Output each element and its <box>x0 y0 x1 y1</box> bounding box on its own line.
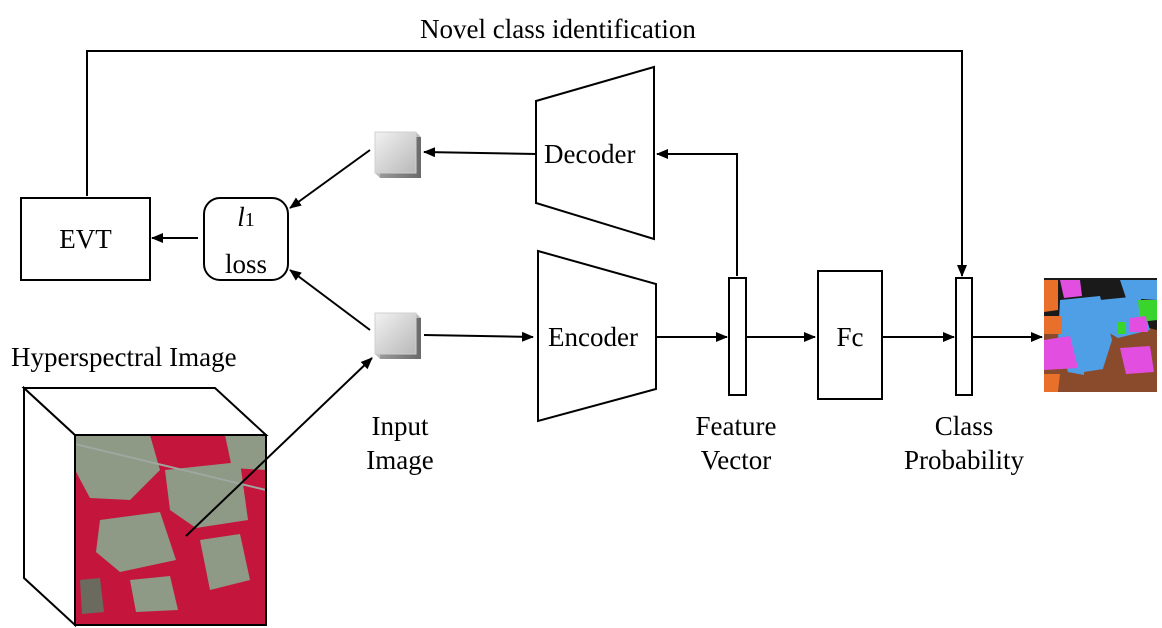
decoder-to-recon-arrow <box>423 147 537 158</box>
hyperspectral-cube <box>21 385 269 628</box>
class-probability-bar <box>955 277 973 396</box>
input-image-label-1: Input <box>371 411 429 441</box>
fc-label: Fc <box>836 322 864 352</box>
decoder-label: Decoder <box>544 139 636 169</box>
l1-symbol: l1 <box>204 200 288 237</box>
input-image-cube <box>374 312 421 359</box>
feature-vector-label-1: Feature <box>695 411 777 441</box>
class-probability-label-1: Class <box>934 411 994 441</box>
l1-symbol-subscript: 1 <box>244 209 255 231</box>
fc-box <box>817 270 883 400</box>
input-to-loss-arrow <box>289 269 371 331</box>
hsi-to-input-arrow <box>185 357 373 537</box>
recon-to-loss-arrow <box>289 149 371 209</box>
diagram-title: Novel class identification <box>420 14 696 44</box>
classification-map-image <box>1044 278 1157 392</box>
class-probability-label-2: Probability <box>904 445 1024 475</box>
feature-vector-label-2: Vector <box>700 445 772 475</box>
input-image-label-2: Image <box>366 445 434 475</box>
encoder-block <box>537 249 657 423</box>
evt-label: EVT <box>59 224 112 254</box>
l1-symbol-letter: l <box>237 202 245 232</box>
loss-label: loss <box>224 249 268 279</box>
reconstructed-image-cube <box>374 131 421 178</box>
feature-to-decoder-arrow <box>656 149 738 276</box>
input-to-encoder-arrow <box>423 331 534 342</box>
novel-class-feedback-line <box>86 50 967 277</box>
feature-vector-bar <box>728 277 747 396</box>
evt-box <box>20 197 151 281</box>
encoder-label: Encoder <box>548 322 638 352</box>
l1-loss-box <box>203 197 289 281</box>
decoder-block <box>535 65 655 241</box>
hyperspectral-label: Hyperspectral Image <box>11 342 237 372</box>
